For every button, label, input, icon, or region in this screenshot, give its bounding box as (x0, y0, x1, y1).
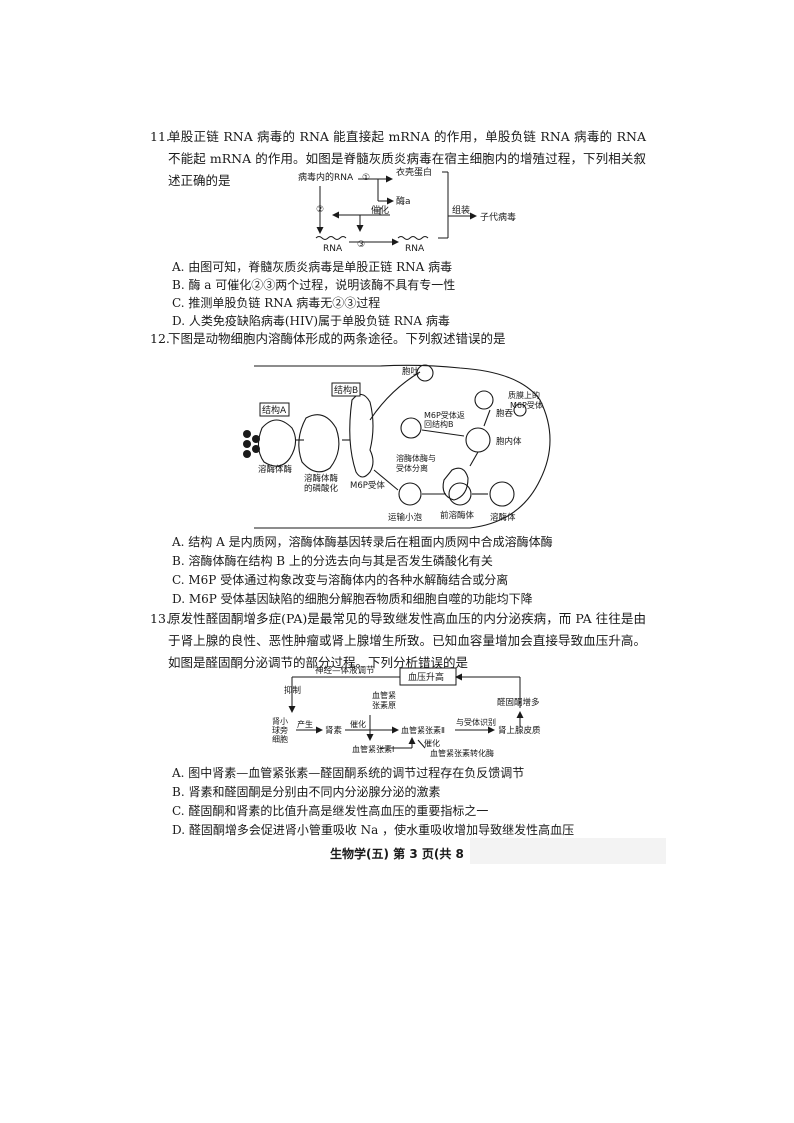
q13-cell2: 球旁 (272, 725, 288, 735)
q12-endocytosis: 胞吞 (496, 408, 514, 419)
q13-aldo-inc: 醛固酮增多 (497, 697, 540, 708)
q12-return2: 回结构B (424, 419, 454, 429)
q11-assembly: 组装 (452, 204, 470, 216)
q11-option-a: A. 由图可知，脊髓灰质炎病毒是单股正链 RNA 病毒 (172, 260, 453, 274)
q12-prelyso: 前溶酶体 (440, 510, 475, 521)
q13-cell3: 细胞 (272, 734, 288, 744)
q11-stem: 单股正链 RNA 病毒的 RNA 能直接起 mRNA 的作用，单股负链 RNA … (168, 129, 646, 188)
q13-receptor: 与受体识别 (456, 717, 496, 727)
q12-membrane1: 质膜上的 (508, 390, 540, 400)
q13-angio1: 血管紧张素Ⅰ (352, 744, 394, 754)
q11-rna-right: RNA (405, 244, 425, 254)
q12-structA: 结构A (262, 404, 287, 416)
q13-inhibit: 抑制 (284, 685, 301, 696)
q12-exocytosis: 胞吐 (402, 366, 420, 377)
q11-enzyme: 酶a (396, 195, 411, 207)
q11-step2: ② (316, 205, 324, 215)
q13-angio-orig1: 血管紧 (372, 690, 396, 700)
q11-number: 11. (150, 129, 170, 144)
q12-membrane2: M6P受体 (510, 400, 543, 410)
scan-smudge (470, 838, 666, 864)
q12-option-d: D. M6P 受体基因缺陷的细胞分解胞吞物质和细胞自噬的功能均下降 (172, 592, 533, 606)
q12-phos2: 的磷酸化 (304, 483, 339, 494)
q13-angio2: 血管紧张素Ⅱ (401, 725, 445, 735)
q12-m6p-receptor: M6P受体 (350, 480, 385, 491)
q11-option-b: B. 酶 a 可催化②③两个过程，说明该酶不具有专一性 (172, 278, 456, 292)
q13-stem: 原发性醛固酮增多症(PA)是最常见的导致继发性高血压的内分泌疾病，而 PA 往往… (168, 611, 646, 670)
q13-option-a: A. 图中肾素—血管紧张素—醛固酮系统的调节过程存在负反馈调节 (172, 766, 525, 780)
q11-step3: ③ (357, 240, 365, 250)
q11-rna-left: RNA (323, 244, 343, 254)
q12-stem: 下图是动物细胞内溶酶体形成的两条途径。下列叙述错误的是 (168, 331, 506, 346)
q12-vesicle: 运输小泡 (388, 512, 423, 523)
q12-sep1: 溶酶体酶与 (396, 453, 436, 463)
q13-ace: 血管紧张素转化酶 (430, 748, 494, 758)
plasma-membrane (254, 364, 551, 529)
q13-cell1: 肾小 (272, 717, 288, 726)
q12-number: 12. (150, 331, 170, 346)
q13-number: 13. (150, 611, 170, 626)
q11-option-c: C. 推测单股负链 RNA 病毒无②③过程 (172, 296, 381, 310)
q12-sep2: 受体分离 (396, 463, 428, 473)
q12-phos1: 溶酶体酶 (304, 473, 339, 484)
q13-cortex: 肾上腺皮质 (498, 725, 541, 736)
q13-catalyze2: 催化 (424, 738, 440, 748)
q13-option-d: D. 醛固酮增多会促进肾小管重吸收 Na ，使水重吸收增加导致继发性高血压 (172, 823, 575, 837)
q13-produce: 产生 (297, 719, 313, 729)
q13-catalyze1: 催化 (350, 719, 366, 729)
q12-return1: M6P受体返 (424, 410, 465, 420)
q12-option-b: B. 溶酶体酶在结构 B 上的分选去向与其是否发生磷酸化有关 (172, 554, 493, 568)
q12-option-a: A. 结构 A 是内质网，溶酶体酶基因转录后在粗面内质网中合成溶酶体酶 (172, 535, 553, 549)
q13-renin: 肾素 (325, 725, 343, 736)
q13-option-c: C. 醛固酮和肾素的比值升高是继发性高血压的重要指标之一 (172, 804, 489, 818)
q13-option-b: B. 肾素和醛固酮是分别由不同内分泌腺分泌的激素 (172, 785, 441, 799)
q11-progeny: 子代病毒 (480, 211, 516, 223)
q12-structB: 结构B (334, 384, 358, 396)
q12-lysosome: 溶酶体 (490, 512, 516, 523)
q13-angio-orig2: 张素原 (372, 700, 396, 710)
q11-option-d: D. 人类免疫缺陷病毒(HIV)属于单股负链 RNA 病毒 (172, 314, 450, 328)
q11-catalysis: 催化 (371, 204, 389, 216)
q12-option-c: C. M6P 受体通过构象改变与溶酶体内的各种水解酶结合或分离 (172, 573, 509, 587)
q12-endosome: 胞内体 (496, 436, 522, 447)
page-footer: 生物学(五) 第 3 页(共 8 (330, 847, 464, 861)
q12-enzyme-label: 溶酶体酶 (258, 464, 293, 475)
